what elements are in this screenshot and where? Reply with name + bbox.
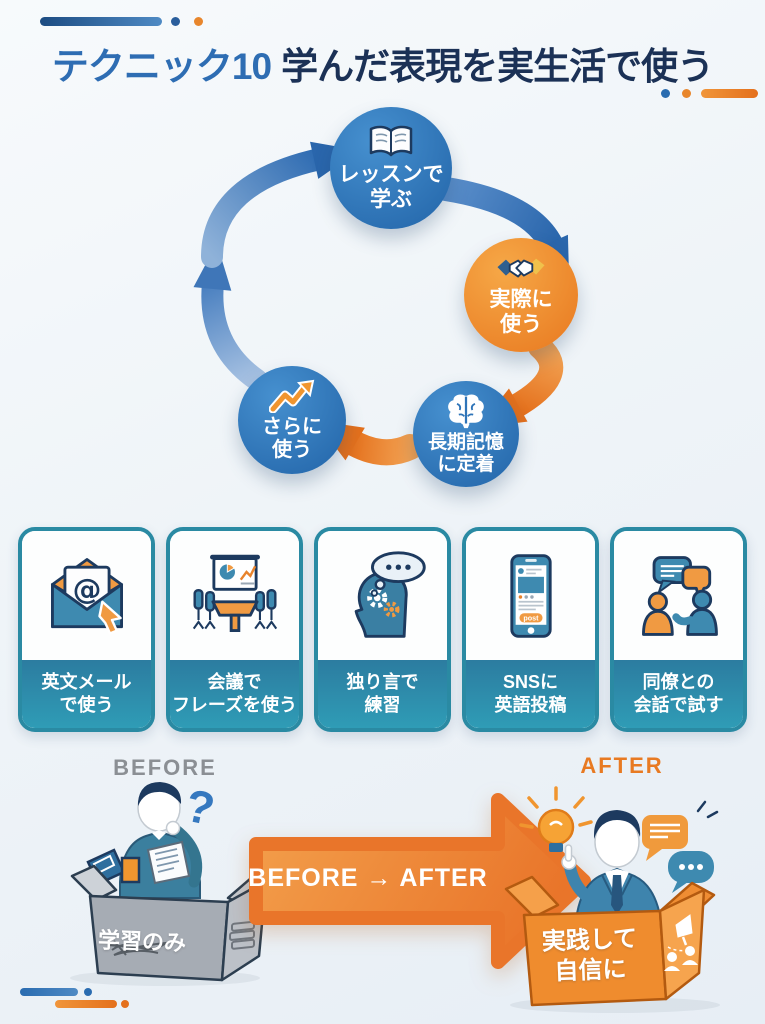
card-label-line1: 同僚との	[642, 671, 715, 692]
card-label-line1: 英文メール	[41, 671, 132, 692]
after-box-line1: 実践して	[541, 925, 638, 956]
card-label-line2: 練習	[364, 695, 401, 715]
card-label-line2: 会話で試す	[633, 695, 724, 715]
after-box-label: 実践して 自信に	[531, 924, 649, 988]
practice-card-meeting: 会議で フレーズを使う	[166, 527, 303, 732]
node-label-line1: レッスンで	[338, 163, 444, 187]
practice-card-sns: post SNSに 英語投稿	[462, 527, 599, 732]
card-label-line2: で使う	[59, 695, 114, 715]
arrow-more-up-lower	[193, 243, 268, 391]
node-label-line1: さらに	[262, 415, 322, 438]
cycle-node-longterm-memory: 長期記憶 に定着	[413, 381, 519, 487]
before-label: BEFORE	[113, 755, 217, 780]
decorative-dash-top-left	[40, 17, 162, 26]
node-label-line1: 長期記憶	[427, 431, 504, 453]
practice-methods-row: @ 英文メール で使う	[18, 527, 747, 732]
decorative-dot-blue	[171, 17, 180, 26]
handshake-icon	[497, 259, 545, 278]
title-technique-number: テクニック10	[51, 46, 272, 87]
arrow-learn-to-use	[434, 177, 570, 285]
decorative-dot-orange	[121, 1000, 129, 1008]
card-label-line1: SNSに	[502, 671, 558, 692]
decorative-dot-blue	[84, 988, 92, 996]
cycle-arrows	[193, 141, 570, 466]
node-label-line2: 使う	[272, 438, 312, 461]
after-label: AFTER	[580, 753, 664, 778]
after-box-line2: 自信に	[554, 955, 627, 986]
practice-card-conversation: 同僚との 会話で試す	[610, 527, 747, 732]
after-illustration	[504, 786, 720, 1013]
practice-card-email: @ 英文メール で使う	[18, 527, 155, 732]
before-box-label: 学習のみ	[97, 927, 187, 956]
arrow-use-to-memory	[478, 335, 564, 428]
meeting-icon	[192, 554, 277, 632]
decorative-dot-blue	[661, 89, 670, 98]
conversation-icon	[641, 555, 718, 636]
arrow-memory-to-more	[315, 420, 423, 466]
cycle-node-use-more: さらに 使う	[238, 366, 346, 474]
decorative-dot-orange	[682, 89, 691, 98]
cycle-node-learn-in-lessons: レッスンで 学ぶ	[330, 107, 452, 229]
cycle-node-actually-use: 実際に 使う	[464, 238, 578, 352]
self-talk-icon	[354, 550, 426, 638]
before-after-arrow-label: BEFORE → AFTER	[248, 864, 488, 892]
card-label-line2: 英語投稿	[494, 695, 567, 715]
email-icon: @	[50, 557, 123, 635]
open-book-icon	[369, 126, 413, 157]
rising-trend-icon	[269, 379, 315, 413]
decorative-dash-bottom-orange	[55, 1000, 117, 1008]
post-button-label: post	[523, 613, 539, 622]
card-label-line1: 会議で	[207, 671, 262, 692]
arrow-more-to-learn	[201, 141, 360, 268]
decorative-dot-orange	[194, 17, 203, 26]
decorative-dash-bottom-blue	[20, 988, 78, 996]
brain-icon	[448, 394, 484, 428]
practice-card-self-talk: 独り言で 練習	[314, 527, 451, 732]
card-label-line2: フレーズを使う	[171, 695, 298, 715]
node-label-line2: 学ぶ	[370, 187, 412, 211]
decorative-dash-title-right	[701, 89, 758, 98]
node-label-line2: に定着	[437, 453, 495, 475]
smartphone-sns-icon: post	[509, 553, 552, 638]
node-label-line1: 実際に	[489, 288, 553, 312]
title-main-text: 学んだ表現を実生活で使う	[281, 46, 714, 87]
card-label-line1: 独り言で	[346, 671, 419, 692]
svg-text:@: @	[72, 571, 101, 605]
node-label-line2: 使う	[500, 312, 542, 336]
